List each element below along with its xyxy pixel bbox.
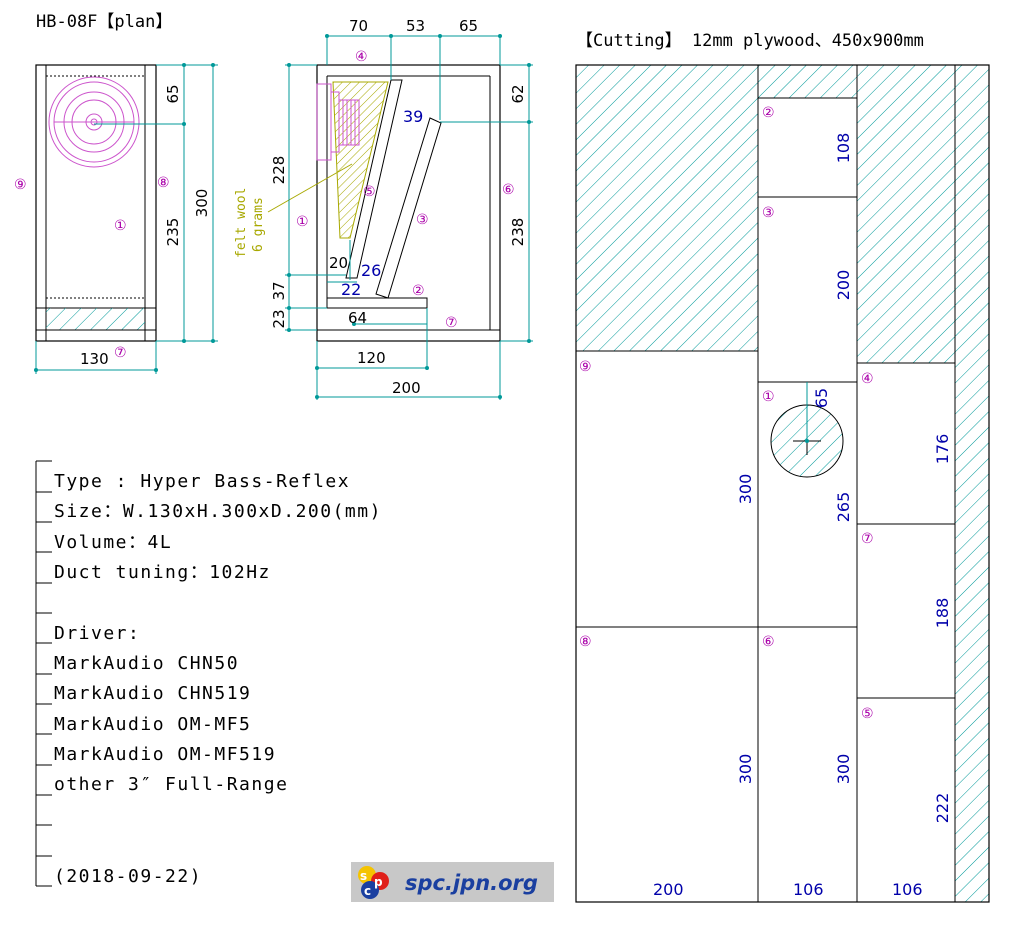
cut-dim-5: 222	[933, 793, 952, 824]
cut-dim-1: 265	[834, 492, 853, 523]
plan-title: HB-08F【plan】	[36, 12, 172, 32]
spc-logo-icon: s p c	[358, 866, 389, 899]
cut-dim-9: 300	[736, 474, 755, 505]
front-view	[34, 63, 218, 374]
spec-driver-1: MarkAudio CHN50	[54, 653, 239, 674]
side-view	[267, 34, 533, 400]
cut-dim-3: 200	[834, 270, 853, 301]
side-marker-6: ⑥	[502, 182, 515, 198]
front-dim-width: 130	[80, 350, 109, 368]
cut-bottom-dim-1: 200	[653, 880, 684, 899]
cut-marker-8: ⑧	[579, 634, 592, 650]
spec-volume: Volume：4L	[54, 532, 172, 553]
side-dim-right-upper: 62	[509, 84, 527, 103]
front-dim-lower: 235	[164, 218, 182, 247]
cut-bottom-dim-2: 106	[793, 880, 824, 899]
cut-dim-2: 108	[834, 133, 853, 164]
side-marker-7: ⑦	[445, 315, 458, 331]
front-marker-7: ⑦	[114, 345, 127, 361]
front-marker-1: ①	[114, 218, 127, 234]
spec-date: (2018-09-22)	[54, 866, 202, 887]
side-dim-bottom-board: 120	[357, 349, 386, 367]
driver-side-icon	[316, 83, 360, 161]
cut-dim-8: 300	[736, 754, 755, 785]
side-dim-left-upper: 228	[270, 156, 288, 185]
side-dim-left-low: 23	[270, 309, 288, 328]
cut-marker-5: ⑤	[861, 706, 874, 722]
cut-marker-7: ⑦	[861, 531, 874, 547]
driver-front-icon	[48, 76, 140, 168]
svg-text:p: p	[374, 875, 383, 889]
front-port-hatch	[46, 308, 145, 330]
side-dim-26: 26	[361, 261, 381, 280]
side-marker-2: ②	[412, 283, 425, 299]
cut-dim-4: 176	[933, 434, 952, 465]
front-dim-upper: 65	[164, 84, 182, 103]
side-dim-depth: 200	[392, 379, 421, 397]
spec-duct: Duct tuning：102Hz	[54, 562, 271, 583]
cutting-sheet	[575, 64, 990, 903]
svg-text:s: s	[360, 869, 367, 883]
spec-driver-2: MarkAudio CHN519	[54, 683, 251, 704]
side-dim-left-mid: 37	[270, 281, 288, 300]
spec-list	[35, 460, 52, 887]
cut-dim-6: 300	[834, 754, 853, 785]
spec-driver-heading: Driver:	[54, 623, 140, 644]
cut-dim-7: 188	[933, 598, 952, 629]
spec-driver-5: other 3″ Full-Range	[54, 774, 288, 795]
side-dim-port: 64	[348, 309, 367, 327]
cut-bottom-dim-3: 106	[892, 880, 923, 899]
spec-driver-4: MarkAudio OM-MF519	[54, 744, 276, 765]
spec-size: Size：W.130xH.300xD.200(mm)	[54, 501, 382, 522]
cutting-title: 【Cutting】 12mm plywood、450x900mm	[576, 31, 924, 51]
spec-driver-3: MarkAudio OM-MF5	[54, 714, 251, 735]
site-logo[interactable]: s p c spc.jpn.org	[351, 862, 554, 902]
side-dim-22: 22	[341, 280, 361, 299]
side-marker-5: ⑤	[363, 184, 376, 200]
side-marker-3: ③	[416, 212, 429, 228]
side-dim-20: 20	[329, 254, 348, 272]
felt-label-line2: 6 grams	[251, 197, 266, 252]
svg-text:c: c	[364, 884, 371, 898]
felt-label-line1: felt wool	[234, 188, 249, 258]
cut-marker-2: ②	[762, 105, 775, 121]
front-marker-8: ⑧	[157, 175, 170, 191]
side-dim-top-a: 70	[349, 17, 368, 35]
spec-type: Type : Hyper Bass-Reflex	[54, 471, 350, 492]
front-dim-height: 300	[193, 189, 211, 218]
cut-marker-6: ⑥	[762, 634, 775, 650]
cut-marker-9: ⑨	[579, 359, 592, 375]
side-dim-top-c: 65	[459, 17, 478, 35]
side-dim-right-lower: 238	[509, 218, 527, 247]
cut-marker-1: ①	[762, 389, 775, 405]
front-marker-9: ⑨	[14, 177, 27, 193]
side-dim-top-b: 53	[406, 17, 425, 35]
cut-dim-hole: 65	[812, 388, 831, 408]
logo-text: spc.jpn.org	[405, 871, 538, 895]
cut-marker-4: ④	[861, 371, 874, 387]
side-marker-1: ①	[296, 214, 309, 230]
side-dim-39: 39	[403, 107, 423, 126]
cut-marker-3: ③	[762, 205, 775, 221]
side-marker-4: ④	[355, 49, 368, 65]
